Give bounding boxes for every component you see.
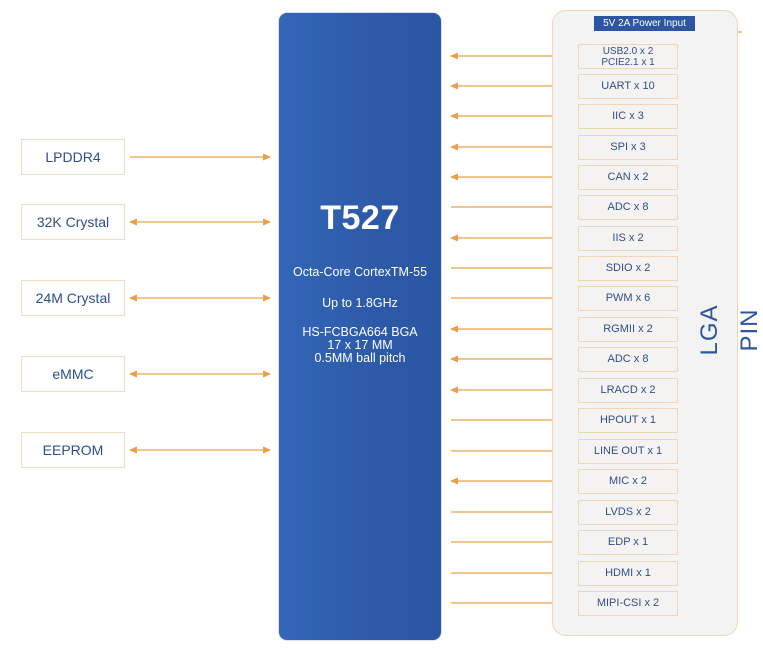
interface-label: SPI x 3 — [610, 142, 645, 153]
interface-label: HPOUT x 1 — [600, 415, 656, 426]
interface-box: MIPI-CSI x 2 — [578, 591, 678, 616]
interface-box: LINE OUT x 1 — [578, 439, 678, 464]
interface-box: SPI x 3 — [578, 135, 678, 160]
lga-pin-title: LGA PIN — [696, 304, 763, 356]
interface-label-line1: LRACD x 2 — [600, 384, 656, 396]
interface-box: PWM x 6 — [578, 286, 678, 311]
interface-box: HDMI x 1 — [578, 561, 678, 586]
interface-label: HDMI x 1 — [605, 568, 651, 579]
interface-label-line1: SDIO x 2 — [605, 262, 651, 274]
interface-label: LINE OUT x 1 — [594, 446, 662, 457]
interface-label-line1: HPOUT x 1 — [599, 414, 657, 426]
interface-label: LRACD x 2 — [600, 385, 655, 396]
interface-label-line1: EDP x 1 — [607, 536, 649, 548]
interface-label-line1: UART x 10 — [601, 80, 655, 92]
soc-chip: T527 Octa-Core CortexTM-55 Up to 1.8GHz … — [279, 13, 441, 640]
interface-box: IIS x 2 — [578, 226, 678, 251]
interface-label: MIPI-CSI x 2 — [597, 598, 659, 609]
crystal-32k-box: 32K Crystal — [21, 204, 125, 240]
interface-box: CAN x 2 — [578, 165, 678, 190]
interface-label-line1: CAN x 2 — [607, 171, 649, 183]
interface-box: ADC x 8 — [578, 347, 678, 372]
lpddr4-box: LPDDR4 — [21, 139, 125, 175]
interface-box: SDIO x 2 — [578, 256, 678, 281]
chip-name: T527 — [320, 199, 400, 237]
interface-label: ADC x 8 — [608, 354, 649, 365]
interface-label-line1: SPI x 3 — [610, 141, 646, 153]
interface-label: LVDS x 2 — [605, 507, 651, 518]
interface-box: UART x 10 — [578, 74, 678, 99]
crystal-24m-label: 24M Crystal — [35, 290, 111, 306]
interface-label: EDP x 1 — [608, 537, 648, 548]
interface-box: MIC x 2 — [578, 469, 678, 494]
interface-label-line1: IIC x 3 — [612, 110, 644, 122]
chip-package: HS-FCBGA664 BGA — [302, 325, 418, 339]
chip-pitch: 0.5MM ball pitch — [314, 351, 406, 365]
crystal-24m-box: 24M Crystal — [21, 280, 125, 316]
interface-label: PWM x 6 — [606, 293, 651, 304]
interface-label-line1: ADC x 8 — [607, 353, 649, 365]
interface-label-line1: PWM x 6 — [605, 292, 651, 304]
interface-box: IIC x 3 — [578, 104, 678, 129]
eeprom-label: EEPROM — [42, 442, 104, 458]
interface-label: SDIO x 2 — [606, 263, 651, 274]
interface-label-line1: RGMII x 2 — [603, 323, 653, 335]
interface-box: RGMII x 2 — [578, 317, 678, 342]
chip-core: Octa-Core CortexTM-55 — [292, 265, 428, 279]
interface-label: IIS x 2 — [612, 233, 643, 244]
interface-box: EDP x 1 — [578, 530, 678, 555]
interface-label-line1: USB2.0 x 2 — [602, 45, 654, 57]
interface-label: CAN x 2 — [608, 172, 649, 183]
interface-label-line1: MIC x 2 — [609, 475, 647, 487]
eeprom-box: EEPROM — [21, 432, 125, 468]
lpddr4-label: LPDDR4 — [45, 149, 101, 165]
interface-label-line1: ADC x 8 — [607, 201, 649, 213]
crystal-32k-label: 32K Crystal — [36, 214, 110, 230]
chip-frequency: Up to 1.8GHz — [322, 296, 398, 310]
interface-box: LRACD x 2 — [578, 378, 678, 403]
interface-label: RGMII x 2 — [603, 324, 653, 335]
power-input-label: 5V 2A Power Input — [594, 16, 695, 31]
emmc-box: eMMC — [21, 356, 125, 392]
interface-box: HPOUT x 1 — [578, 408, 678, 433]
interface-label: UART x 10 — [601, 81, 654, 92]
interface-label-line1: LVDS x 2 — [605, 506, 651, 518]
interface-label: MIC x 2 — [609, 476, 647, 487]
chip-size: 17 x 17 MM — [327, 338, 393, 352]
emmc-label: eMMC — [52, 366, 94, 382]
interface-label: ADC x 8 — [608, 202, 649, 213]
interface-label-line1: HDMI x 1 — [605, 567, 651, 579]
interface-label-line2: PCIE2.1 x 1 — [601, 56, 655, 68]
interface-label: IIC x 3 — [612, 111, 644, 122]
interface-label-line1: IIS x 2 — [612, 232, 644, 244]
interface-box: ADC x 8 — [578, 195, 678, 220]
interface-box: LVDS x 2 — [578, 500, 678, 525]
interface-label-line1: LINE OUT x 1 — [593, 445, 663, 457]
interface-label-line1: MIPI-CSI x 2 — [596, 597, 660, 609]
